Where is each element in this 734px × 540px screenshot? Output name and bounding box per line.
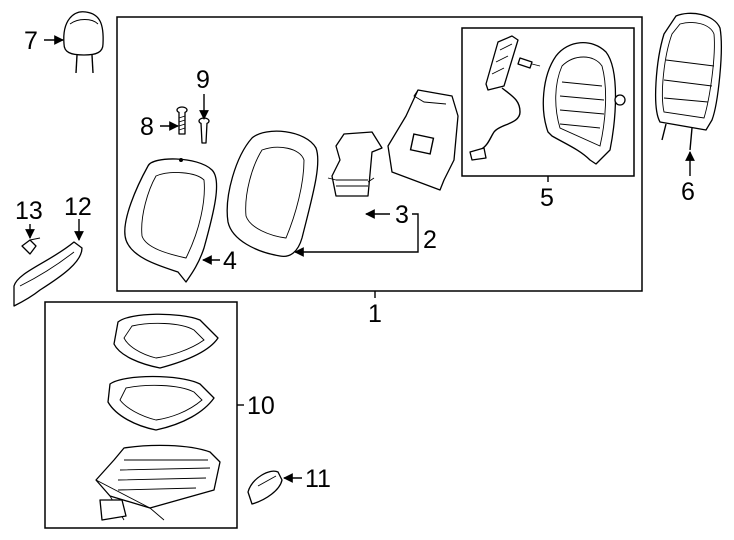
leader-lines <box>25 35 695 483</box>
cushion-frame-part <box>95 444 221 521</box>
callout-labels: 7 8 9 4 3 2 1 5 6 13 12 10 11 <box>15 27 695 493</box>
cushion-cover-part <box>113 313 219 369</box>
callout-4: 4 <box>223 247 237 275</box>
cushion-pad-part <box>107 375 215 431</box>
seatback-cover-part <box>124 158 218 283</box>
screw-part <box>198 117 210 144</box>
bracket-part <box>327 131 383 197</box>
callout-3: 3 <box>395 201 409 229</box>
callout-13: 13 <box>15 197 43 225</box>
callout-10: 10 <box>247 392 275 420</box>
callout-1: 1 <box>368 300 382 328</box>
callout-9: 9 <box>196 66 210 94</box>
callout-8: 8 <box>140 113 154 141</box>
callout-2: 2 <box>423 226 437 254</box>
callout-7: 7 <box>24 27 38 55</box>
airbag-module-part <box>469 35 541 161</box>
side-trim-part <box>13 241 83 307</box>
callout-5: 5 <box>540 184 554 212</box>
clip-part <box>21 237 41 255</box>
seatback-panel-part <box>387 89 459 191</box>
small-cover-part <box>247 470 283 505</box>
callout-6: 6 <box>681 178 695 206</box>
seatback-frame-part <box>542 42 626 165</box>
cushion-assembly-frame <box>44 301 238 529</box>
callout-11: 11 <box>305 465 331 493</box>
headrest-part <box>63 11 104 74</box>
bolt-part <box>176 106 188 135</box>
seatback-pad-part <box>226 130 319 258</box>
seatback-assembly-frame <box>116 16 643 292</box>
callout-12: 12 <box>64 193 92 221</box>
seatback-rear-frame-part <box>654 12 722 151</box>
